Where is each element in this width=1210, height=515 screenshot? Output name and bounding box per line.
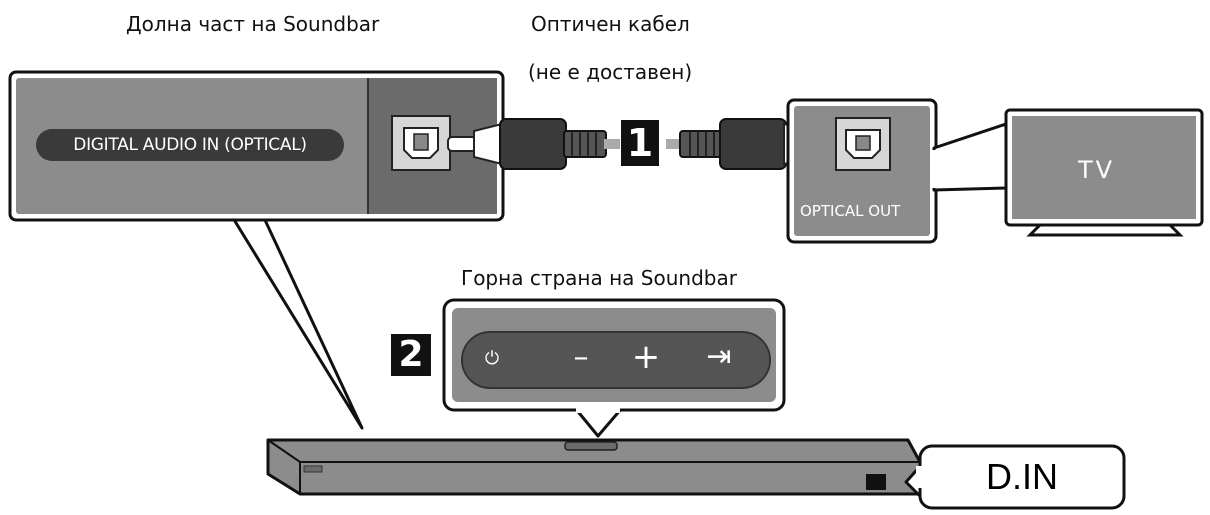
soundbar-body bbox=[266, 438, 922, 496]
tv-set bbox=[1004, 108, 1204, 237]
caption-soundbar-top: Горна страна на Soundbar bbox=[461, 266, 737, 290]
tv-callout-pointer bbox=[932, 122, 1008, 192]
optical-port-icon bbox=[391, 115, 451, 171]
top-pointer-join bbox=[576, 405, 620, 413]
optical-out-label: OPTICAL OUT bbox=[800, 202, 901, 220]
tv-pointer-join bbox=[930, 150, 940, 188]
power-icon: ⏻ bbox=[484, 348, 500, 369]
caption-soundbar-bottom: Долна част на Soundbar bbox=[126, 12, 380, 36]
optical-cable bbox=[447, 118, 831, 170]
display-pointer-join bbox=[916, 466, 926, 488]
bottom-callout-pointer bbox=[223, 203, 364, 430]
digital-audio-in-label: DIGITAL AUDIO IN (OPTICAL) bbox=[36, 129, 344, 161]
step-2-marker: 2 bbox=[391, 334, 431, 376]
volume-down-icon: – bbox=[573, 340, 589, 375]
caption-optical-cable: Оптичен кабел bbox=[531, 12, 690, 36]
optical-port-icon bbox=[835, 117, 891, 171]
caption-not-supplied: (не е доставен) bbox=[528, 60, 693, 84]
volume-up-icon: + bbox=[631, 337, 661, 377]
source-input-icon: ⇥ bbox=[706, 339, 732, 374]
display-d-in: D.IN bbox=[986, 456, 1058, 497]
control-strip bbox=[461, 331, 771, 389]
step-1-marker: 1 bbox=[621, 120, 659, 166]
tv-label: TV bbox=[1078, 156, 1116, 184]
